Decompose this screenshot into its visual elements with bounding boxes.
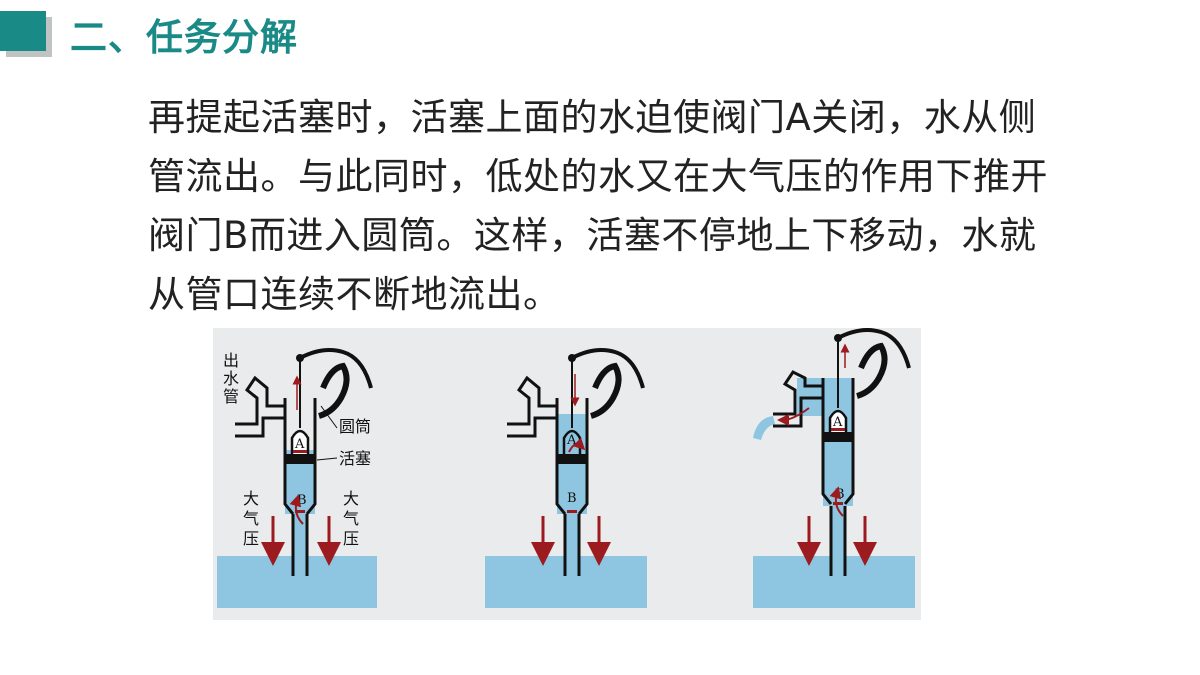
outflow-water-3 xyxy=(753,416,775,440)
section-title: 二、任务分解 xyxy=(70,16,298,59)
cylinder-1 xyxy=(283,398,317,515)
section-marker-block xyxy=(0,11,46,51)
outlet-pipe-3 xyxy=(773,370,823,428)
valve-a-label-2: A xyxy=(566,433,577,448)
label-atm-left-2: 气 xyxy=(243,509,259,528)
pump-diagram: A B 出 水 管 圆筒 活塞 大 气 压 大 气 xyxy=(217,328,915,608)
paragraph-line-2: 管流出。与此同时，低处的水又在大气压的作用下推开 xyxy=(148,155,1048,198)
pump-stage-1: A B 出 水 管 圆筒 活塞 大 气 压 大 气 xyxy=(217,348,377,608)
valve-a-label-1: A xyxy=(294,437,305,452)
label-atm-left-1: 大 xyxy=(243,489,259,508)
label-outlet-1: 出 xyxy=(223,351,239,370)
label-cylinder: 圆筒 xyxy=(339,417,371,436)
pump-stage-3: A B xyxy=(753,328,915,608)
valve-a-label-3: A xyxy=(832,415,843,430)
pump-stage-2: A B xyxy=(485,348,647,608)
suction-water-1 xyxy=(293,512,307,576)
paragraph-line-3: 阀门B而进入圆筒。这样，活塞不停地上下移动，水就 xyxy=(148,214,1037,257)
label-atm-left-3: 压 xyxy=(243,529,259,548)
label-atm-right-1: 大 xyxy=(343,489,359,508)
label-outlet-2: 水 xyxy=(223,369,239,388)
label-piston: 活塞 xyxy=(339,449,371,468)
section-marker-icon xyxy=(0,11,52,57)
label-atm-right-2: 气 xyxy=(343,509,359,528)
explanation-paragraph: 再提起活塞时，活塞上面的水迫使阀门A关闭，水从侧 管流出。与此同时，低处的水又在… xyxy=(148,88,1128,324)
pump-diagram-panel: A B 出 水 管 圆筒 活塞 大 气 压 大 气 xyxy=(213,328,921,620)
outlet-pipe-1 xyxy=(235,375,285,438)
label-atm-right-3: 压 xyxy=(343,529,359,548)
valve-a-flap-1 xyxy=(293,450,307,453)
label-outlet-3: 管 xyxy=(223,387,239,406)
cylinder-2 xyxy=(555,398,589,515)
outlet-pipe-2 xyxy=(507,375,557,438)
piston-1 xyxy=(285,454,315,464)
cylinder-3 xyxy=(821,378,855,505)
valve-b-label-2: B xyxy=(567,491,577,506)
valve-b-label-1: B xyxy=(297,493,307,508)
paragraph-line-1: 再提起活塞时，活塞上面的水迫使阀门A关闭，水从侧 xyxy=(148,96,1037,139)
valve-a-housing-1 xyxy=(290,429,310,454)
paragraph-line-4: 从管口连续不断地流出。 xyxy=(148,273,561,316)
pump-handle-1 xyxy=(299,348,373,389)
